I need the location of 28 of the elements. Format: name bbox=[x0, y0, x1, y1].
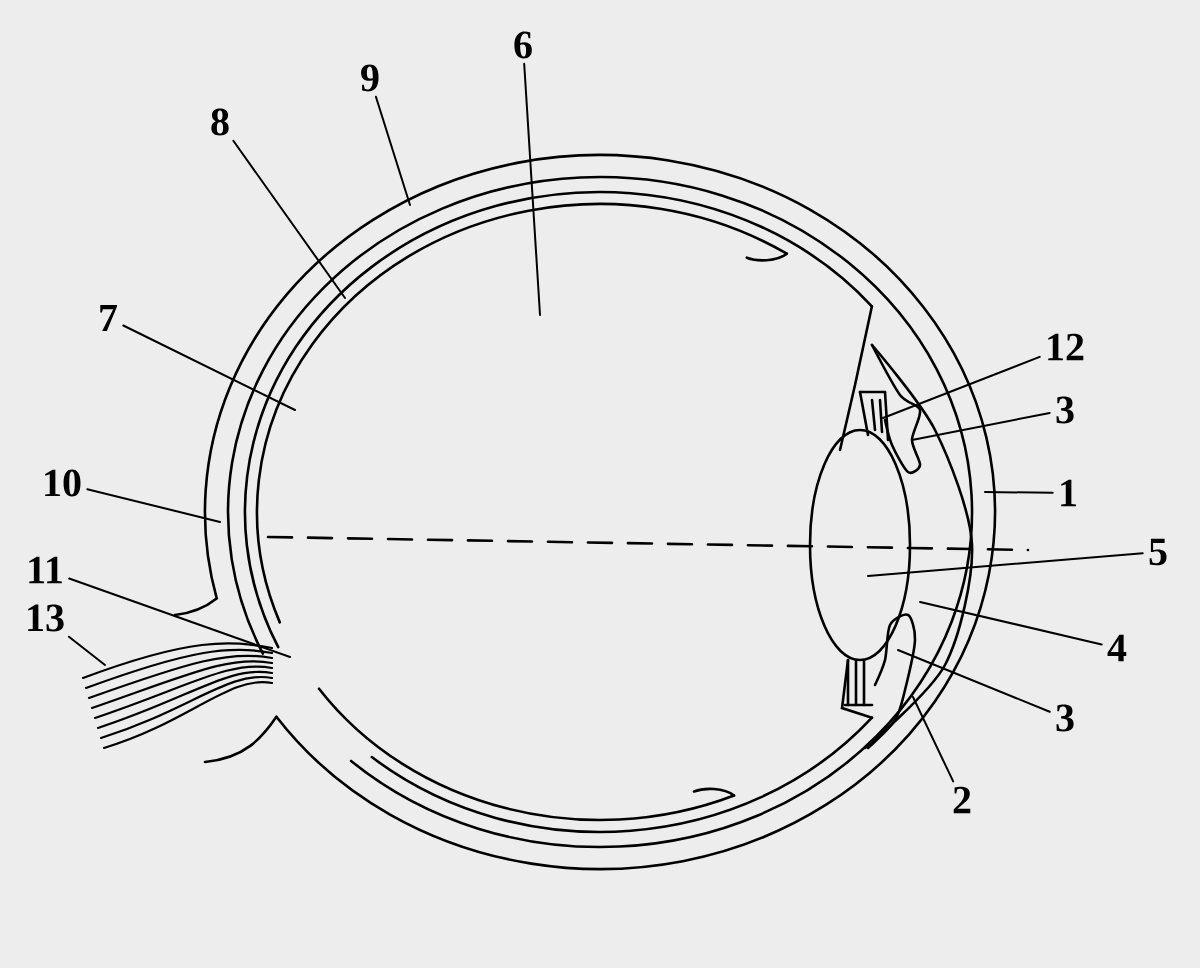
callout-number: 3 bbox=[1056, 396, 1074, 424]
leader-line bbox=[912, 696, 955, 783]
callout-number: 4 bbox=[1107, 634, 1127, 662]
callout-number: 9 bbox=[361, 64, 379, 92]
leader-line bbox=[867, 552, 1144, 577]
callout-number: 1 bbox=[1061, 479, 1076, 507]
callout-number: 13 bbox=[28, 604, 64, 632]
leader-line bbox=[232, 139, 346, 299]
leader-line bbox=[86, 488, 221, 523]
leader-line bbox=[911, 412, 1051, 441]
callout-number: 2 bbox=[953, 786, 971, 814]
leader-line bbox=[374, 95, 411, 206]
callout-number: 12 bbox=[1048, 333, 1084, 361]
callout-number: 11 bbox=[29, 556, 62, 584]
leader-line bbox=[523, 62, 541, 316]
leader-line bbox=[984, 491, 1054, 494]
leader-line bbox=[68, 577, 291, 658]
leader-line bbox=[919, 601, 1103, 646]
callout-number: 10 bbox=[45, 469, 81, 497]
callout-number: 7 bbox=[100, 304, 117, 332]
leader-line bbox=[882, 355, 1041, 419]
leader-line bbox=[122, 324, 296, 411]
callout-number: 5 bbox=[1149, 538, 1167, 566]
leader-line bbox=[897, 649, 1051, 713]
callout-number: 3 bbox=[1056, 704, 1074, 732]
callout-number: 8 bbox=[211, 108, 229, 136]
leader-line bbox=[67, 635, 106, 666]
callout-number: 6 bbox=[514, 31, 532, 59]
